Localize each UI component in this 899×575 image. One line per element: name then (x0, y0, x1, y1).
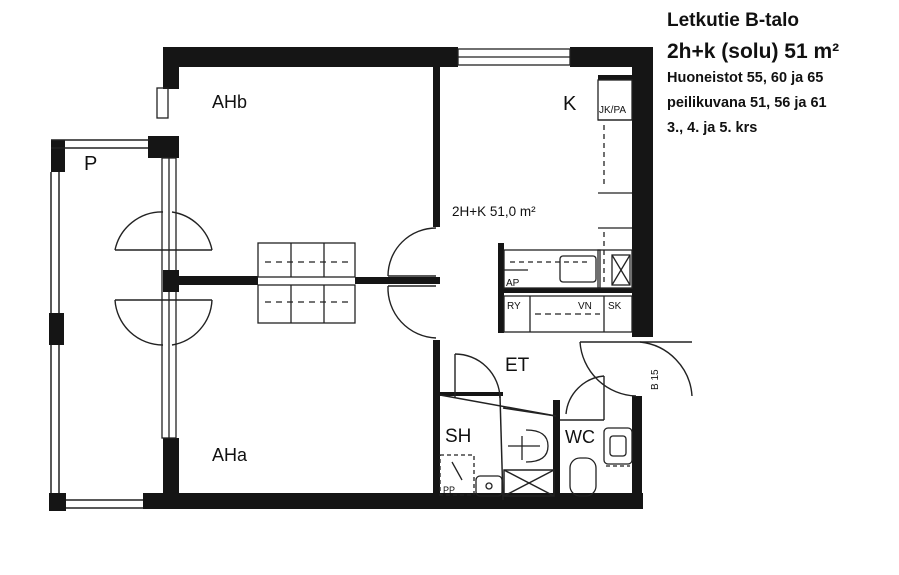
interior-walls (163, 67, 635, 500)
dishwasher-label: AP (506, 278, 520, 289)
plan-title: Letkutie B-talo (667, 10, 799, 31)
vn-label: VN (578, 301, 592, 312)
room-label-wc: WC (565, 427, 595, 447)
fridge-label: JK/PA (599, 105, 626, 116)
cleaning-label: RY (507, 301, 521, 312)
room-label-et: ET (505, 355, 530, 376)
mirror-line: peilikuvana 51, 56 ja 61 (667, 95, 827, 111)
windows (156, 48, 571, 439)
kitchen-fixtures (503, 79, 633, 333)
room-label-sh: SH (445, 426, 471, 447)
room-label-p: P (84, 153, 97, 175)
floors-line: 3., 4. ja 5. krs (667, 120, 758, 136)
balcony (50, 139, 150, 509)
wardrobes (257, 242, 356, 324)
plan-subtitle: 2h+k (solu) 51 m² (667, 40, 840, 63)
outer-walls (49, 47, 653, 511)
apartments-line: Huoneistot 55, 60 ja 65 (667, 70, 824, 86)
room-label-ahb: AHb (212, 92, 247, 112)
area-label: 2H+K 51,0 m² (452, 204, 536, 219)
room-label-aha: AHa (212, 445, 248, 465)
door-swings (114, 211, 693, 420)
pp-label: PP (443, 485, 455, 495)
room-label-k: K (563, 93, 577, 115)
bath-fixtures (439, 427, 633, 497)
sk-label: SK (608, 301, 622, 312)
stair-label: B 15 (650, 369, 661, 390)
